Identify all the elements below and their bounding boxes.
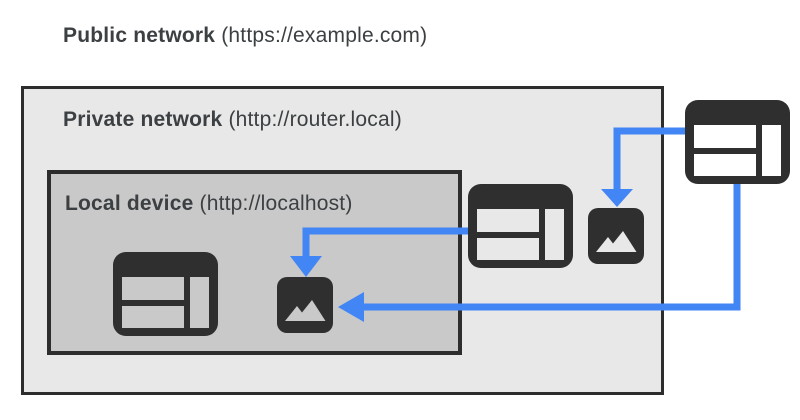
local-device-name: Local device [65,192,194,215]
image-icon [277,277,333,333]
public-network-label: Public network (https://example.com) [63,22,427,50]
local-browser-node [113,252,218,336]
public-browser-node [685,100,790,184]
private-network-url: (http://router.local) [228,108,402,131]
local-device-label: Local device (http://localhost) [65,190,353,218]
image-icon [588,208,644,264]
browser-window-icon [468,184,573,268]
private-network-name: Private network [63,108,223,131]
local-image-node [277,277,333,333]
public-network-url: (https://example.com) [221,24,428,47]
private-network-label: Private network (http://router.local) [63,106,402,134]
local-device-url: (http://localhost) [199,192,353,215]
private-image-node [588,208,644,264]
browser-window-icon [113,252,218,336]
public-network-name: Public network [63,24,216,47]
private-browser-node [468,184,573,268]
browser-window-icon [685,100,790,184]
local-device-box: Local device (http://localhost) [47,170,462,355]
